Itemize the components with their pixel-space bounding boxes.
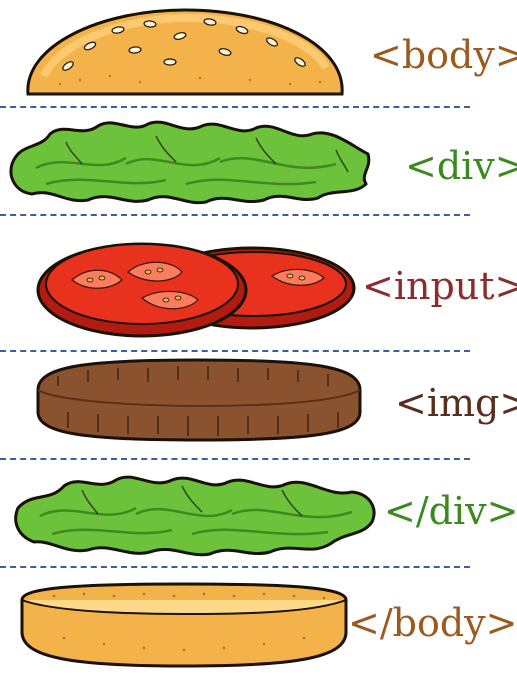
lettuce-top-icon	[6, 112, 376, 208]
tag-input: <input>	[362, 267, 517, 305]
tomato-icon	[32, 226, 362, 342]
divider-line-3	[0, 350, 470, 354]
tag-div-open: <div>	[405, 147, 517, 185]
divider-line-4	[0, 458, 470, 462]
tag-body-close: </body>	[348, 604, 517, 642]
divider-line-1	[0, 106, 470, 110]
patty-icon	[28, 356, 368, 444]
tag-body-open: <body>	[370, 36, 517, 74]
tag-img: <img>	[395, 384, 517, 422]
divider-line-5	[0, 566, 470, 570]
lettuce-bottom-icon	[12, 464, 382, 560]
bottom-bun-icon	[14, 582, 354, 670]
divider-line-2	[0, 214, 470, 218]
top-bun-icon	[20, 6, 350, 102]
tag-div-close: </div>	[384, 492, 517, 530]
